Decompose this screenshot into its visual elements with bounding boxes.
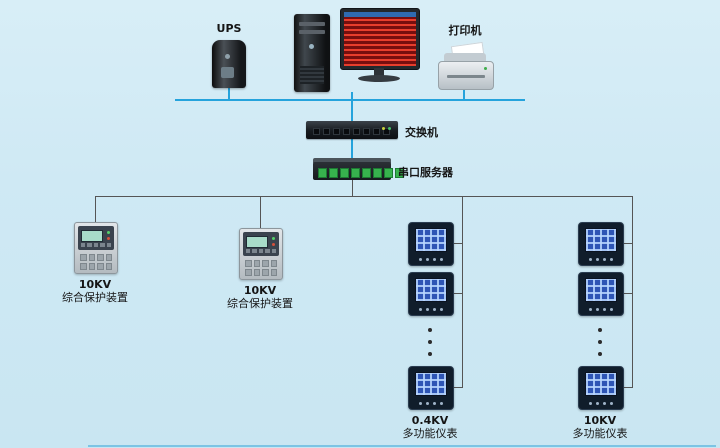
protection-led-icon — [272, 237, 275, 240]
printer-output-slot — [447, 75, 485, 78]
protection-screen — [81, 230, 103, 242]
protection2-drop-line — [260, 196, 261, 228]
protection-device — [239, 228, 283, 280]
meter-column1-riser-line — [462, 196, 463, 388]
meter-screen — [585, 228, 617, 252]
ups-label: UPS — [216, 22, 242, 35]
protection1-drop-line — [95, 196, 96, 222]
bottom-border-line — [88, 445, 716, 447]
printer-drop-line — [463, 88, 465, 99]
monitor — [340, 8, 420, 70]
meter-screen — [415, 372, 447, 396]
printer-cover — [444, 53, 486, 64]
protection-keys — [81, 243, 112, 247]
vertical-ellipsis-icon — [428, 328, 432, 364]
protection2-label: 10KV 综合保护装置 — [218, 284, 302, 310]
meter-column2-kv: 10KV — [583, 414, 617, 427]
switch-ports — [313, 128, 390, 135]
multifunction-meter — [578, 272, 624, 316]
protection-screen — [246, 236, 268, 248]
serial-server-top — [313, 158, 391, 163]
pc-tower — [294, 14, 330, 92]
meter-buttons — [579, 308, 623, 311]
monitor-base — [358, 75, 400, 82]
meter-screen — [415, 228, 447, 252]
switch-label: 交换机 — [405, 126, 438, 139]
multifunction-meter — [408, 272, 454, 316]
monitor-stand — [374, 68, 384, 76]
protection1-label: 10KV 综合保护装置 — [53, 278, 137, 304]
drive-bay — [299, 30, 325, 34]
ethernet-bus-line — [175, 99, 525, 101]
protection-keys — [246, 249, 277, 253]
meter-column2-riser-line — [632, 196, 633, 388]
vertical-ellipsis-icon — [598, 328, 602, 364]
meter-column2-label: 10KV 多功能仪表 — [555, 414, 645, 440]
meter-buttons — [579, 258, 623, 261]
protection1-kv: 10KV — [78, 278, 112, 291]
protection-buttons — [80, 254, 112, 270]
power-button-icon — [309, 44, 314, 49]
ups-device — [212, 40, 246, 88]
serial-to-branch-line — [352, 180, 353, 196]
monitor-screen — [344, 12, 416, 66]
meter-stub-line — [452, 387, 462, 388]
ups-display-panel — [221, 67, 234, 78]
serial-port-server — [313, 162, 404, 180]
protection2-name: 综合保护装置 — [227, 297, 293, 310]
meter-buttons — [409, 402, 453, 405]
protection2-kv: 10KV — [243, 284, 277, 297]
meter-column1-name: 多功能仪表 — [402, 427, 458, 440]
multifunction-meter — [408, 222, 454, 266]
serial-server-ports — [318, 168, 404, 178]
printer-led-icon — [484, 67, 487, 70]
protection-device — [74, 222, 118, 274]
meter-screen — [585, 278, 617, 302]
multifunction-meter — [578, 366, 624, 410]
meter-column1-label: 0.4KV 多功能仪表 — [385, 414, 475, 440]
meter-stub-line — [622, 387, 632, 388]
meter-screen — [415, 278, 447, 302]
protection-panel — [78, 226, 114, 250]
meter-stub-line — [622, 243, 632, 244]
switch-to-serial-line — [351, 139, 353, 160]
ups-power-button-icon — [225, 54, 230, 59]
protection-led-icon — [107, 231, 110, 234]
meter-buttons — [409, 308, 453, 311]
meter-stub-line — [622, 293, 632, 294]
protection-panel — [243, 232, 279, 256]
printer-label: 打印机 — [448, 24, 482, 37]
meter-column1-kv: 0.4KV — [411, 414, 449, 427]
tower-vents — [300, 66, 324, 84]
meter-stub-line — [452, 243, 462, 244]
network-switch — [306, 121, 398, 139]
switch-led-icon — [388, 127, 391, 130]
meter-buttons — [579, 402, 623, 405]
meter-screen — [585, 372, 617, 396]
meter-buttons — [409, 258, 453, 261]
meter-column2-name: 多功能仪表 — [572, 427, 628, 440]
serial-server-label: 串口服务器 — [398, 166, 453, 179]
branch-bus-line — [95, 196, 633, 197]
meter-stub-line — [452, 293, 462, 294]
protection1-name: 综合保护装置 — [62, 291, 128, 304]
drive-bay — [299, 22, 325, 26]
bus-to-switch-line — [351, 101, 353, 121]
multifunction-meter — [408, 366, 454, 410]
multifunction-meter — [578, 222, 624, 266]
printer-device — [438, 61, 494, 90]
workstation-drop-line — [351, 92, 353, 99]
protection-buttons — [245, 260, 277, 276]
ups-drop-line — [228, 88, 230, 99]
